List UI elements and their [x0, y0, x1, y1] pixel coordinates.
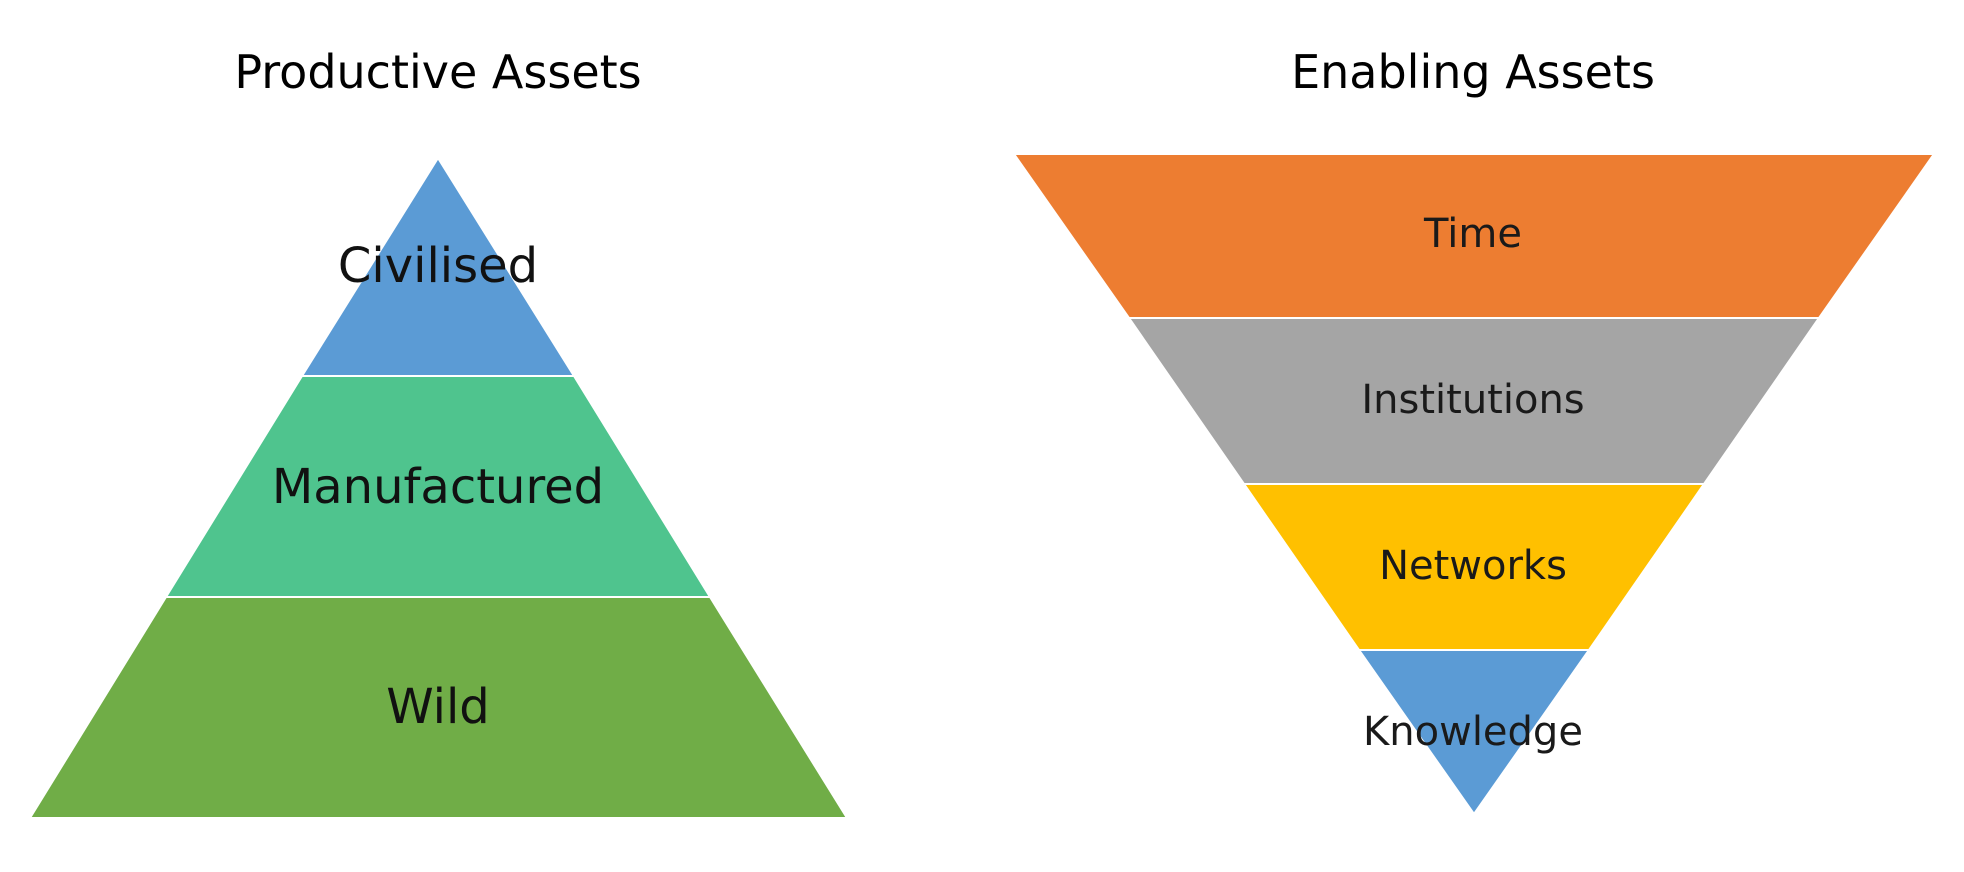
productive-assets-title: Productive Assets [234, 45, 641, 99]
tier-label-knowledge: Knowledge [1363, 709, 1583, 755]
funnel-tier-knowledge [1357, 649, 1591, 816]
tier-label-institutions: Institutions [1361, 377, 1584, 423]
tier-label-wild: Wild [386, 679, 490, 735]
productive-assets-pyramid: Productive Assets Civilised Manufactured… [28, 45, 849, 819]
tier-label-manufactured: Manufactured [272, 459, 604, 515]
pyramid-tier-wild [28, 596, 849, 819]
tier-label-time: Time [1423, 211, 1522, 257]
tier-label-civilised: Civilised [338, 238, 538, 294]
enabling-assets-funnel: Enabling Assets Time Institutions Networ… [1012, 45, 1936, 816]
tier-label-networks: Networks [1379, 543, 1567, 589]
enabling-assets-title: Enabling Assets [1291, 45, 1655, 99]
